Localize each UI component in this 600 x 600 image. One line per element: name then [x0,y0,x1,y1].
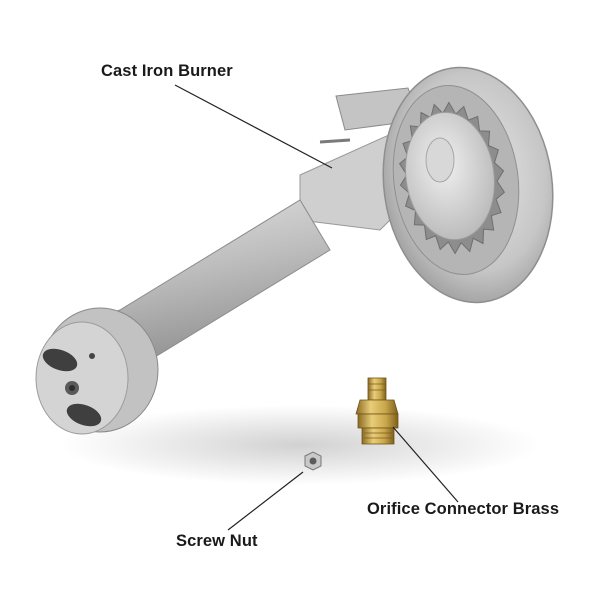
orifice-connector [355,377,399,445]
label-cast-iron-burner: Cast Iron Burner [101,62,233,80]
burner-inlet-head [35,307,159,435]
label-screw-nut: Screw Nut [176,532,258,550]
hub-center [425,137,455,183]
leader-line-orifice [392,426,459,503]
screw-nut [304,451,322,471]
label-orifice-connector-brass: Orifice Connector Brass [367,500,560,518]
floor-shadow [60,405,540,485]
leader-line-burner [174,84,333,169]
leader-line-nut [227,471,304,531]
